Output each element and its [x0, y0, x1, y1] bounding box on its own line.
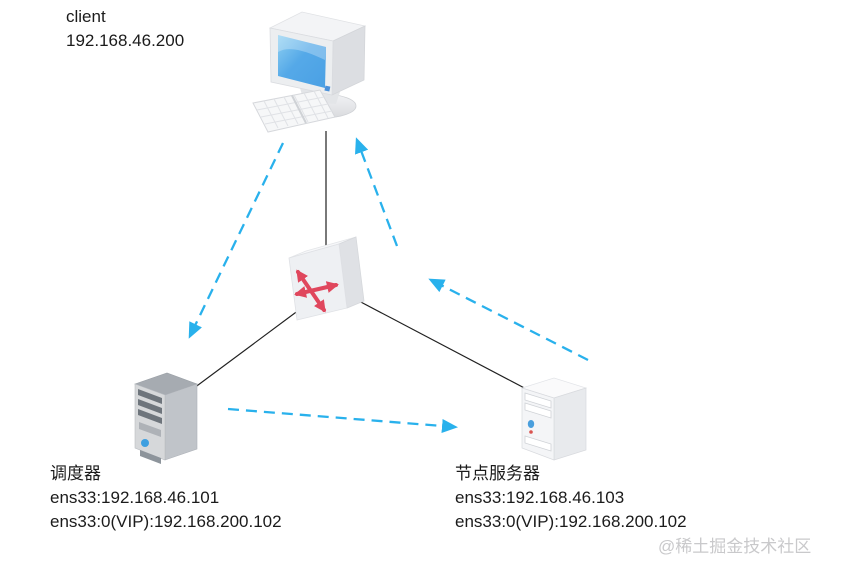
server1-power-led — [141, 439, 149, 447]
nodeserver-name: 节点服务器 — [455, 464, 540, 483]
dispatcher-nic1: ens33:192.168.46.101 — [50, 488, 220, 507]
nodeserver-nic1: ens33:192.168.46.103 — [455, 488, 625, 507]
dispatcher-server-icon — [134, 372, 198, 464]
server2-led — [529, 430, 533, 434]
keyboard-keys — [256, 90, 333, 129]
link-switch-dispatcher — [185, 306, 304, 395]
arrow-dispatcher-to-nodeserver — [227, 407, 458, 433]
server2-side-face — [553, 387, 587, 461]
switch-crossed-arrows — [294, 269, 339, 313]
arrow-nodeserver-to-switch — [428, 278, 589, 362]
dispatcher-name: 调度器 — [50, 464, 101, 483]
monitor-logo-dot — [324, 85, 331, 92]
arrow-client-to-dispatcher — [188, 142, 285, 339]
client-name: client — [66, 7, 106, 26]
screen-glare — [278, 35, 326, 60]
server1-vent — [140, 450, 161, 464]
switch-front-face — [288, 243, 348, 321]
nodeserver-label-block: 节点服务器 ens33:192.168.46.103 ens33:0(VIP):… — [455, 462, 687, 534]
monitor-screen — [278, 35, 326, 88]
client-ip: 192.168.46.200 — [66, 31, 185, 50]
link-switch-nodeserver — [356, 299, 533, 393]
server1-drive-bays — [138, 389, 162, 437]
keyboard-split — [291, 95, 307, 124]
arrow-switch-to-client — [355, 137, 399, 247]
node-server-icon — [520, 377, 588, 461]
server2-badge — [527, 420, 535, 428]
watermark-text: @稀土掘金技术社区 — [658, 537, 812, 556]
client-label-block: client 192.168.46.200 — [66, 5, 184, 53]
server1-side-face — [164, 383, 198, 461]
dispatcher-nic2: ens33:0(VIP):192.168.200.102 — [50, 512, 282, 531]
server2-drive-bays — [524, 392, 552, 452]
network-switch-icon — [288, 236, 365, 321]
dispatcher-label-block: 调度器 ens33:192.168.46.101 ens33:0(VIP):19… — [50, 462, 282, 534]
desktop-computer-icon — [252, 11, 367, 133]
nodeserver-nic2: ens33:0(VIP):192.168.200.102 — [455, 512, 687, 531]
